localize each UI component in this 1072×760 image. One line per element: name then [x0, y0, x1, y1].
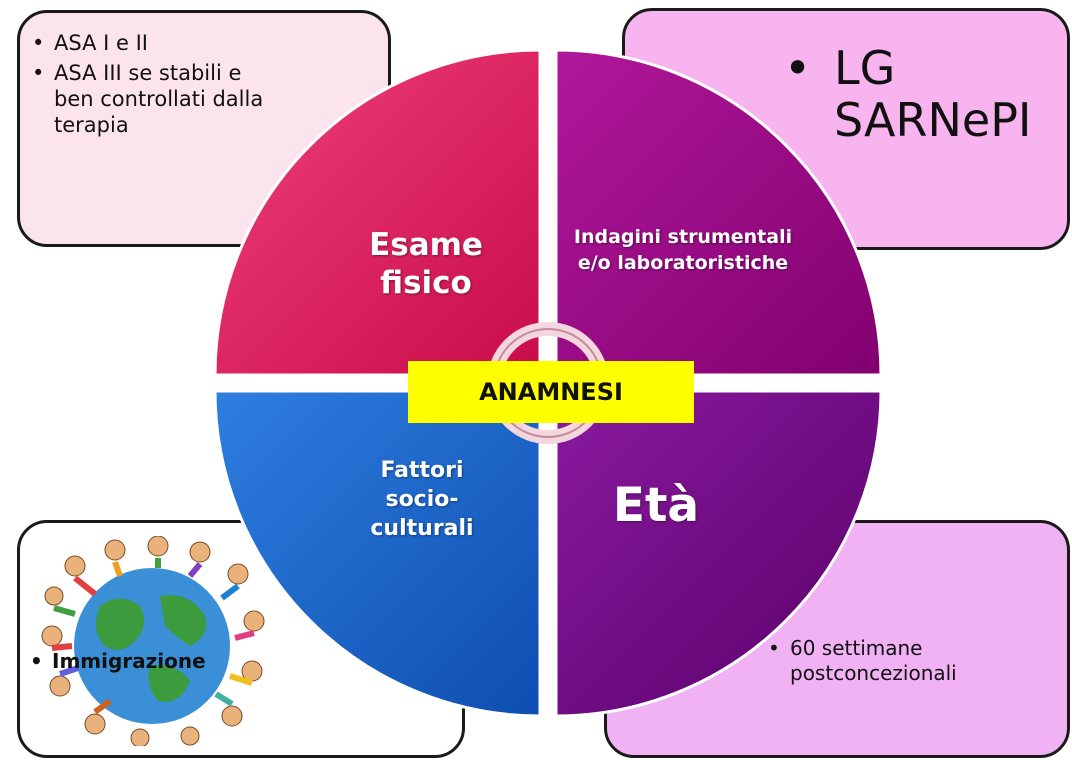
bottom-left-list: Immigrazione — [30, 648, 206, 674]
top-right-list: LG SARNePI — [784, 42, 1072, 146]
center-label-anamnesi: ANAMNESI — [408, 361, 694, 423]
label-indagini: Indagini strumentali e/o laboratoristich… — [573, 226, 793, 274]
label-eta: Età — [612, 478, 700, 533]
label-esame-fisico: Esame fisico — [369, 227, 483, 301]
segment-eta — [554, 389, 883, 718]
segment-fattori — [213, 389, 542, 718]
bottom-right-list: 60 settimane postconcezionali — [768, 636, 1008, 686]
label-fattori-socio-culturali: Fattori socio-culturali — [370, 458, 474, 541]
segment-esame-fisico — [213, 48, 542, 377]
top-left-list: ASA I e II ASA III se stabili e ben cont… — [32, 30, 272, 142]
list-item: LG SARNePI — [784, 42, 1072, 146]
list-item: 60 settimane postconcezionali — [768, 636, 1008, 686]
list-item: Immigrazione — [30, 648, 206, 674]
list-item: ASA III se stabili e ben controllati dal… — [32, 60, 272, 138]
list-item: ASA I e II — [32, 30, 272, 56]
